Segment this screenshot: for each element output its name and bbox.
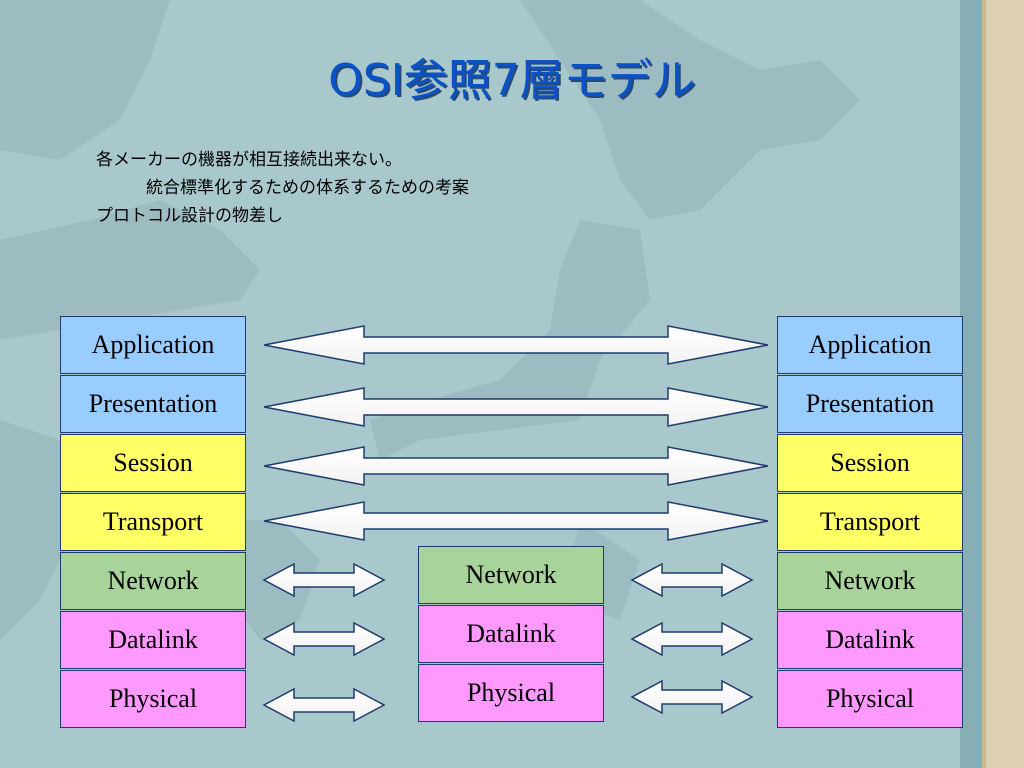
arrow-application — [263, 325, 769, 365]
left-layer-physical: Physical — [60, 670, 246, 728]
arrow-left-network — [262, 562, 386, 598]
note-line-2: 統合標準化するための体系するための考案 — [146, 178, 469, 198]
arrow-left-datalink — [262, 621, 386, 657]
right-osi-stack: Application Presentation Session Transpo… — [777, 316, 963, 729]
middle-layer-network: Network — [418, 546, 604, 604]
left-layer-presentation: Presentation — [60, 375, 246, 433]
arrow-transport — [263, 501, 769, 541]
left-osi-stack: Application Presentation Session Transpo… — [60, 316, 246, 729]
right-layer-transport: Transport — [777, 493, 963, 551]
notes: 各メーカーの機器が相互接続出来ない。 統合標準化するための体系するための考案 プ… — [96, 146, 469, 230]
right-layer-network: Network — [777, 552, 963, 610]
page-title: OSI参照7層モデル — [328, 55, 696, 106]
arrow-right-datalink — [630, 621, 754, 657]
note-line-3: プロトコル設計の物差し — [96, 206, 283, 226]
right-layer-application: Application — [777, 316, 963, 374]
middle-layer-datalink: Datalink — [418, 605, 604, 663]
left-layer-application: Application — [60, 316, 246, 374]
arrow-left-physical — [262, 687, 386, 723]
right-layer-session: Session — [777, 434, 963, 492]
arrow-right-physical — [630, 679, 754, 715]
left-layer-network: Network — [60, 552, 246, 610]
left-layer-transport: Transport — [60, 493, 246, 551]
right-layer-datalink: Datalink — [777, 611, 963, 669]
left-layer-session: Session — [60, 434, 246, 492]
right-layer-physical: Physical — [777, 670, 963, 728]
arrow-presentation — [263, 387, 769, 427]
middle-layer-physical: Physical — [418, 664, 604, 722]
note-line-1: 各メーカーの機器が相互接続出来ない。 — [96, 150, 402, 170]
arrow-right-network — [630, 562, 754, 598]
left-layer-datalink: Datalink — [60, 611, 246, 669]
middle-osi-stack: Network Datalink Physical — [418, 546, 604, 723]
arrow-session — [263, 446, 769, 486]
right-layer-presentation: Presentation — [777, 375, 963, 433]
